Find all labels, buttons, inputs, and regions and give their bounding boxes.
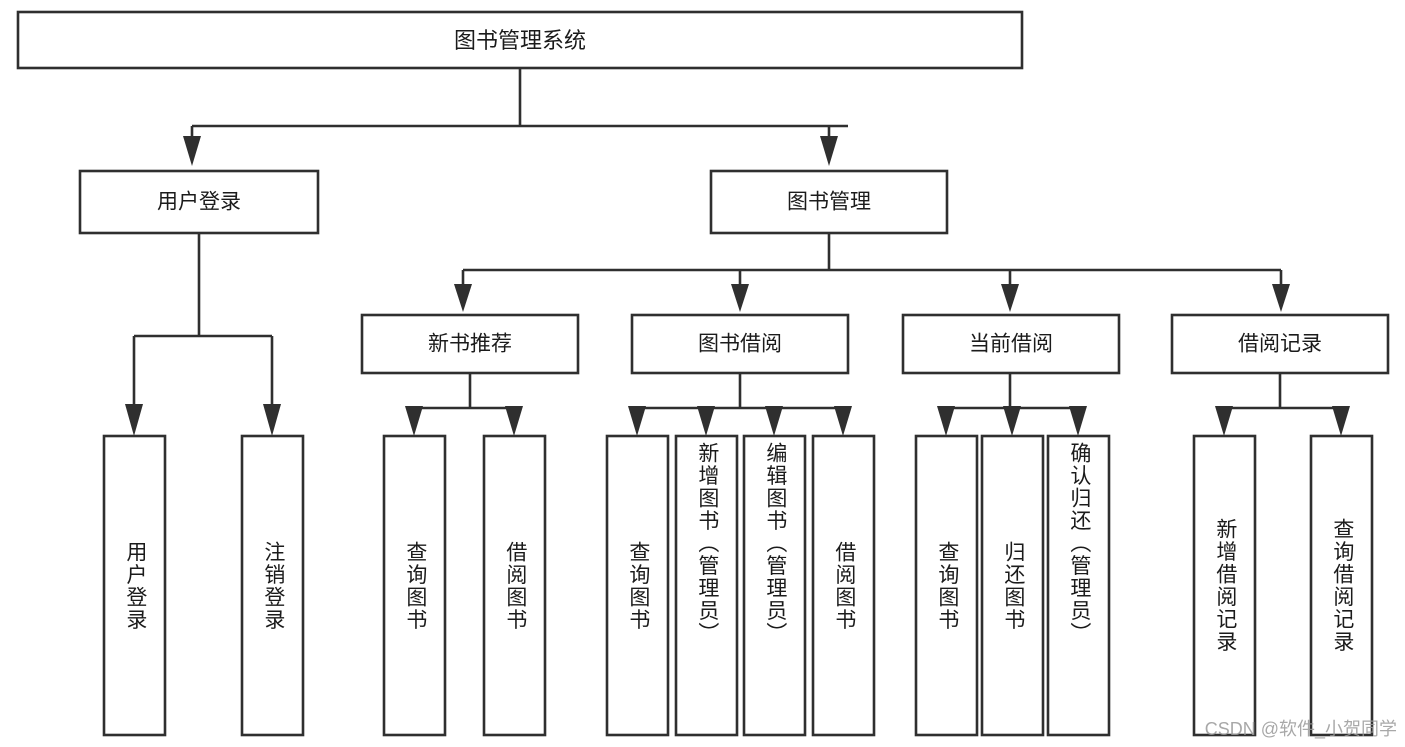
connector-group-user-login	[125, 233, 281, 436]
node-current-borrow[interactable]: 当前借阅	[901, 313, 1121, 375]
connector-group-borrow-record	[1215, 373, 1350, 436]
leaf-box-confirm-return[interactable]	[1046, 434, 1111, 737]
node-book-manage-label: 图书管理	[787, 191, 871, 214]
node-current-borrow-box[interactable]	[901, 313, 1121, 375]
leaf-box-query-book-1[interactable]	[382, 434, 447, 737]
arrow-head-leaf-add-book	[697, 406, 715, 436]
node-book-manage[interactable]: 图书管理	[709, 169, 949, 235]
arrow-head-book-borrow	[731, 284, 749, 312]
connector-group-book-manage	[454, 233, 1290, 312]
leaf-box-return-book[interactable]	[980, 434, 1045, 737]
node-new-book-recommend[interactable]: 新书推荐	[360, 313, 580, 375]
node-borrow-record-label: 借阅记录	[1238, 333, 1322, 356]
node-current-borrow-label: 当前借阅	[969, 333, 1053, 356]
arrow-head-leaf-query-book-1	[405, 406, 423, 436]
leaf-box-query-book-2[interactable]	[605, 434, 670, 737]
node-user-login-box[interactable]	[78, 169, 320, 235]
arrow-head-leaf-query-book-3	[937, 406, 955, 436]
leaf-box-group	[102, 434, 1374, 737]
node-new-book-recommend-label: 新书推荐	[428, 333, 512, 356]
leaf-box-query-book-3[interactable]	[914, 434, 979, 737]
leaf-box-user-login[interactable]	[102, 434, 167, 737]
arrow-head-leaf-edit-book	[765, 406, 783, 436]
leaf-box-add-record[interactable]	[1192, 434, 1257, 737]
node-new-book-recommend-box[interactable]	[360, 313, 580, 375]
node-borrow-record[interactable]: 借阅记录	[1170, 313, 1390, 375]
node-book-borrow[interactable]: 图书借阅	[630, 313, 850, 375]
node-root[interactable]: 图书管理系统	[16, 10, 1024, 70]
node-user-login-label: 用户登录	[157, 191, 241, 214]
leaf-box-borrow-book-1[interactable]	[482, 434, 547, 737]
arrow-head-leaf-query-record	[1332, 406, 1350, 436]
node-book-borrow-box[interactable]	[630, 313, 850, 375]
node-user-login[interactable]: 用户登录	[78, 169, 320, 235]
node-borrow-record-box[interactable]	[1170, 313, 1390, 375]
arrow-head-leaf-user-login	[125, 404, 143, 436]
connector-group-root	[183, 68, 848, 166]
leaf-box-query-record[interactable]	[1309, 434, 1374, 737]
connector-group-current-borrow	[937, 373, 1087, 436]
arrow-head-leaf-confirm-return	[1069, 406, 1087, 436]
leaf-box-add-book[interactable]	[674, 434, 739, 737]
arrow-head-borrow-record	[1272, 284, 1290, 312]
arrow-head-leaf-query-book-2	[628, 406, 646, 436]
arrow-head-book-manage	[820, 136, 838, 166]
arrow-head-new-book-recommend	[454, 284, 472, 312]
arrow-head-leaf-return-book	[1003, 406, 1021, 436]
node-root-box[interactable]	[16, 10, 1024, 70]
arrow-head-leaf-add-record	[1215, 406, 1233, 436]
node-book-manage-box[interactable]	[709, 169, 949, 235]
arrow-head-leaf-logout-login	[263, 404, 281, 436]
node-book-borrow-label: 图书借阅	[698, 333, 782, 356]
arrow-head-leaf-borrow-book-2	[834, 406, 852, 436]
connector-group-new-book-recommend	[405, 373, 523, 436]
arrow-head-leaf-borrow-book-1	[505, 406, 523, 436]
arrow-head-user-login	[183, 136, 201, 166]
leaf-box-borrow-book-2[interactable]	[811, 434, 876, 737]
connector-group-book-borrow	[628, 373, 852, 436]
leaf-box-logout-login[interactable]	[240, 434, 305, 737]
leaf-box-edit-book[interactable]	[742, 434, 807, 737]
arrow-head-current-borrow	[1001, 284, 1019, 312]
node-root-label: 图书管理系统	[454, 28, 586, 53]
